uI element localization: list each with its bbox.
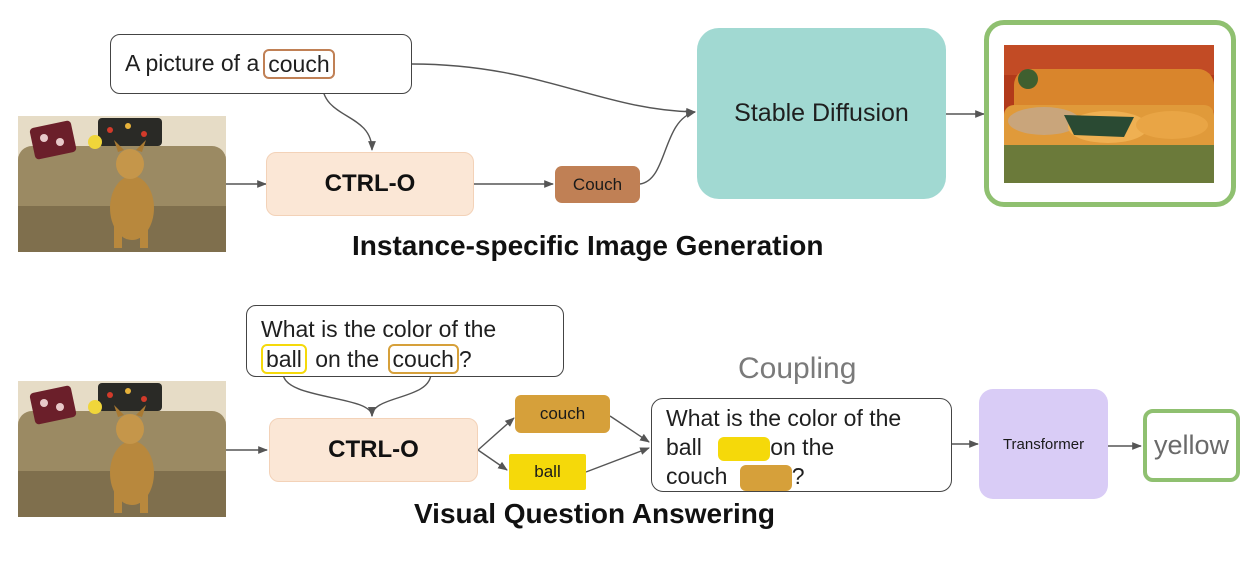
coupled-ball-suffix: on the: [770, 434, 835, 460]
coupled-line-3: couch ?: [666, 462, 937, 491]
stable-diffusion-label: Stable Diffusion: [734, 99, 909, 127]
coupled-question-mark: ?: [791, 463, 805, 489]
arrow-ball-token-to-question: [585, 447, 650, 473]
couch-token-box-bottom: couch: [515, 395, 610, 433]
question-line-1: What is the color of the: [261, 316, 497, 342]
answer-box: yellow: [1143, 409, 1240, 482]
dog-on-couch-photo-bottom: [18, 381, 226, 517]
arrow-couch-token-to-question: [609, 415, 650, 443]
arrow-ctrlo-to-couch-token: [477, 417, 515, 451]
arrow-prompt-to-diffusion: [411, 63, 696, 116]
question-text-middle: on the: [315, 346, 380, 372]
heading-image-generation: Instance-specific Image Generation: [352, 230, 824, 261]
generated-image-frame: [984, 20, 1236, 207]
question-highlight-couch: couch: [387, 344, 459, 375]
question-mark: ?: [458, 346, 472, 372]
arrow-token-to-diffusion: [639, 110, 696, 185]
ctrlo-box-bottom: CTRL-O: [269, 418, 478, 482]
coupled-question-box: What is the color of the ball on the cou…: [651, 398, 952, 492]
arrow-ctrlo-to-ball-token: [477, 449, 508, 471]
coupled-couch-text: couch: [666, 463, 728, 489]
coupling-label: Coupling: [738, 352, 857, 385]
dog-on-couch-photo: [18, 116, 226, 252]
stable-diffusion-box: Stable Diffusion: [697, 28, 946, 199]
question-prompt-box: What is the color of the ball on the cou…: [246, 305, 564, 377]
couch-token-box: Couch: [555, 166, 640, 203]
coupled-ball-text: ball: [666, 434, 702, 460]
question-highlight-ball: ball: [261, 344, 307, 375]
arrow-ball-to-ctrlo: [282, 372, 376, 417]
arrow-couch-to-ctrlo: [368, 372, 432, 417]
transformer-label: Transformer: [1002, 435, 1085, 453]
question-line-2: ball on the couch?: [261, 344, 549, 375]
coupled-line-2: ball on the: [666, 433, 937, 462]
ball-token-box: ball: [509, 454, 586, 490]
heading-visual-question-answering: Visual Question Answering: [414, 498, 775, 529]
generated-couch-image: [1004, 45, 1214, 183]
answer-text: yellow: [1153, 430, 1230, 460]
transformer-box: Transformer: [979, 389, 1108, 499]
prompt-text: A picture of a: [125, 50, 260, 77]
ctrlo-box-top: CTRL-O: [266, 152, 474, 216]
text-prompt-box: A picture of a couch: [110, 34, 412, 94]
coupled-line-1: What is the color of the: [666, 405, 902, 431]
ball-slot-token: [718, 436, 771, 461]
prompt-highlight-couch: couch: [263, 48, 335, 80]
couch-slot-token: [739, 464, 792, 491]
